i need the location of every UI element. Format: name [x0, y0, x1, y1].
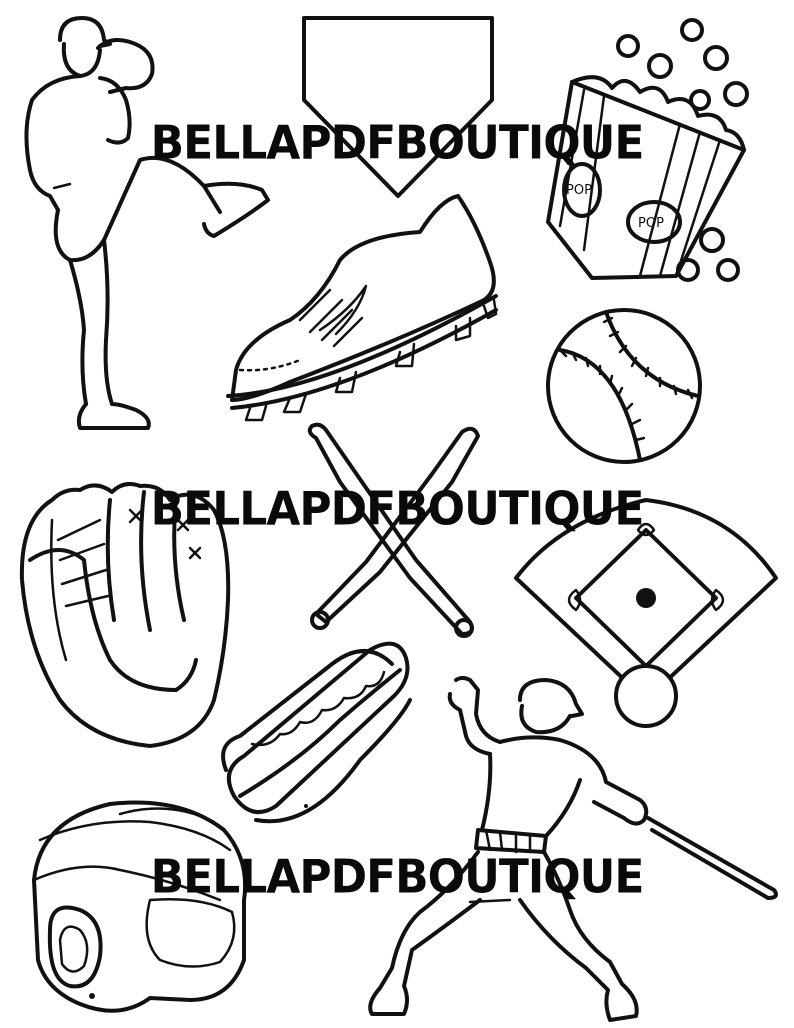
popcorn-icon: POP POP [546, 18, 749, 282]
hot-dog-icon [221, 641, 412, 824]
cleat-icon [226, 194, 498, 422]
diamond-field-icon [514, 498, 778, 728]
home-plate-icon [302, 16, 494, 198]
baseball-icon [546, 308, 702, 464]
watermark-bottom: BELLAPDFBOUTIQUE [150, 850, 645, 905]
watermark-top: BELLAPDFBOUTIQUE [150, 116, 645, 171]
pop-label-2: POP [638, 216, 664, 231]
batting-helmet-icon [32, 800, 248, 1013]
pop-label-1: POP [566, 183, 592, 198]
batter-icon [368, 676, 778, 1022]
crossed-bats-icon [307, 422, 480, 638]
glove-icon [19, 482, 231, 748]
pitcher-icon [24, 16, 270, 430]
watermark-middle: BELLAPDFBOUTIQUE [150, 482, 645, 537]
